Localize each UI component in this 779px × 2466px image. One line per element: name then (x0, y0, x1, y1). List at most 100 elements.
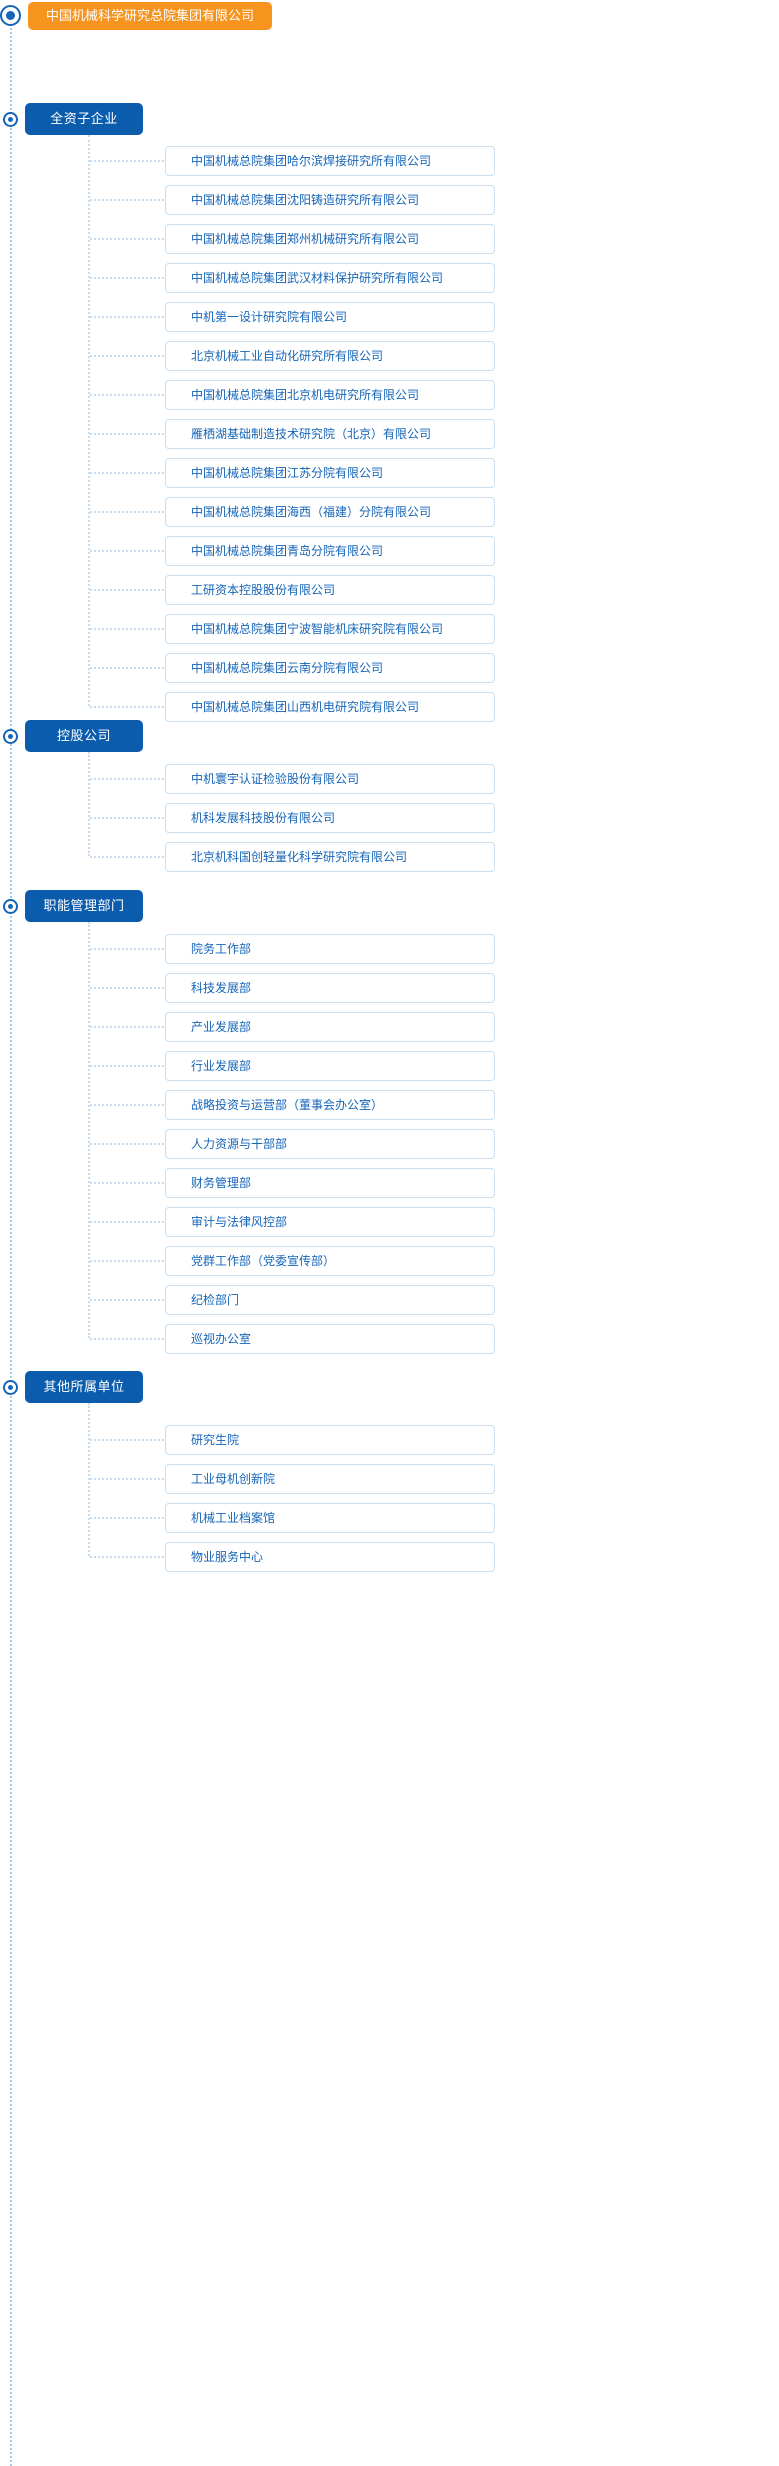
item-connector-line (90, 511, 164, 513)
item-connector-line (90, 706, 164, 708)
item-connector-line (90, 433, 164, 435)
org-unit-button[interactable]: 机械工业档案馆 (165, 1503, 495, 1533)
org-unit-button[interactable]: 财务管理部 (165, 1168, 495, 1198)
item-connector-line (90, 589, 164, 591)
list-item: 中国机械总院集团哈尔滨焊接研究所有限公司 (0, 146, 779, 176)
item-connector-line (90, 1221, 164, 1223)
list-item: 工业母机创新院 (0, 1464, 779, 1494)
item-connector-line (90, 238, 164, 240)
org-unit-button[interactable]: 科技发展部 (165, 973, 495, 1003)
org-unit-button[interactable]: 中国机械总院集团云南分院有限公司 (165, 653, 495, 683)
list-item: 行业发展部 (0, 1051, 779, 1081)
root-node-button[interactable]: 中国机械科学研究总院集团有限公司 (28, 2, 273, 30)
list-item: 机械工业档案馆 (0, 1503, 779, 1533)
list-item: 中国机械总院集团宁波智能机床研究院有限公司 (0, 614, 779, 644)
item-connector-line (90, 1260, 164, 1262)
list-item: 中国机械总院集团江苏分院有限公司 (0, 458, 779, 488)
item-connector-line (90, 1439, 164, 1441)
org-unit-button[interactable]: 人力资源与干部部 (165, 1129, 495, 1159)
group-header-4[interactable]: 其他所属单位 (25, 1371, 143, 1403)
item-connector-line (90, 1478, 164, 1480)
org-unit-button[interactable]: 中国机械总院集团哈尔滨焊接研究所有限公司 (165, 146, 495, 176)
org-unit-button[interactable]: 雁栖湖基础制造技术研究院（北京）有限公司 (165, 419, 495, 449)
list-item: 工研资本控股股份有限公司 (0, 575, 779, 605)
org-unit-button[interactable]: 北京机械工业自动化研究所有限公司 (165, 341, 495, 371)
org-unit-button[interactable]: 中国机械总院集团海西（福建）分院有限公司 (165, 497, 495, 527)
item-connector-line (90, 948, 164, 950)
item-connector-line (90, 1517, 164, 1519)
item-connector-line (90, 817, 164, 819)
org-unit-button[interactable]: 中国机械总院集团江苏分院有限公司 (165, 458, 495, 488)
org-unit-button[interactable]: 中机寰宇认证检验股份有限公司 (165, 764, 495, 794)
list-item: 中国机械总院集团郑州机械研究所有限公司 (0, 224, 779, 254)
org-unit-button[interactable]: 党群工作部（党委宣传部） (165, 1246, 495, 1276)
item-connector-line (90, 1026, 164, 1028)
list-item: 中机第一设计研究院有限公司 (0, 302, 779, 332)
list-item: 科技发展部 (0, 973, 779, 1003)
list-item: 机科发展科技股份有限公司 (0, 803, 779, 833)
list-item: 北京机科国创轻量化科学研究院有限公司 (0, 842, 779, 872)
list-item: 中国机械总院集团青岛分院有限公司 (0, 536, 779, 566)
item-connector-line (90, 1556, 164, 1558)
org-unit-button[interactable]: 中国机械总院集团武汉材料保护研究所有限公司 (165, 263, 495, 293)
org-unit-button[interactable]: 中国机械总院集团山西机电研究院有限公司 (165, 692, 495, 722)
org-unit-button[interactable]: 中国机械总院集团沈阳铸造研究所有限公司 (165, 185, 495, 215)
list-item: 人力资源与干部部 (0, 1129, 779, 1159)
list-item: 研究生院 (0, 1425, 779, 1455)
org-unit-button[interactable]: 工研资本控股股份有限公司 (165, 575, 495, 605)
item-connector-line (90, 199, 164, 201)
org-unit-button[interactable]: 机科发展科技股份有限公司 (165, 803, 495, 833)
group-branch-line (88, 135, 90, 706)
list-item: 中国机械总院集团武汉材料保护研究所有限公司 (0, 263, 779, 293)
group-branch-line (88, 752, 90, 856)
org-unit-button[interactable]: 产业发展部 (165, 1012, 495, 1042)
list-item: 战略投资与运营部（董事会办公室） (0, 1090, 779, 1120)
org-unit-button[interactable]: 中机第一设计研究院有限公司 (165, 302, 495, 332)
list-item: 中机寰宇认证检验股份有限公司 (0, 764, 779, 794)
item-connector-line (90, 1104, 164, 1106)
org-unit-button[interactable]: 物业服务中心 (165, 1542, 495, 1572)
org-unit-button[interactable]: 中国机械总院集团郑州机械研究所有限公司 (165, 224, 495, 254)
item-connector-line (90, 1143, 164, 1145)
item-connector-line (90, 472, 164, 474)
list-item: 中国机械总院集团北京机电研究所有限公司 (0, 380, 779, 410)
org-unit-button[interactable]: 战略投资与运营部（董事会办公室） (165, 1090, 495, 1120)
org-unit-button[interactable]: 中国机械总院集团宁波智能机床研究院有限公司 (165, 614, 495, 644)
list-item: 院务工作部 (0, 934, 779, 964)
list-item: 审计与法律风控部 (0, 1207, 779, 1237)
list-item: 中国机械总院集团云南分院有限公司 (0, 653, 779, 683)
item-connector-line (90, 160, 164, 162)
root-node-marker-icon (0, 5, 21, 26)
list-item: 中国机械总院集团山西机电研究院有限公司 (0, 692, 779, 722)
list-item: 中国机械总院集团海西（福建）分院有限公司 (0, 497, 779, 527)
item-connector-line (90, 1338, 164, 1340)
org-unit-button[interactable]: 研究生院 (165, 1425, 495, 1455)
group-branch-line (88, 1403, 90, 1556)
org-unit-button[interactable]: 工业母机创新院 (165, 1464, 495, 1494)
org-unit-button[interactable]: 中国机械总院集团青岛分院有限公司 (165, 536, 495, 566)
group-header-3[interactable]: 职能管理部门 (25, 890, 143, 922)
list-item: 产业发展部 (0, 1012, 779, 1042)
group-marker-icon (3, 1380, 18, 1395)
list-item: 中国机械总院集团沈阳铸造研究所有限公司 (0, 185, 779, 215)
org-unit-button[interactable]: 行业发展部 (165, 1051, 495, 1081)
org-unit-button[interactable]: 纪检部门 (165, 1285, 495, 1315)
group-marker-icon (3, 899, 18, 914)
org-unit-button[interactable]: 中国机械总院集团北京机电研究所有限公司 (165, 380, 495, 410)
item-connector-line (90, 355, 164, 357)
item-connector-line (90, 1299, 164, 1301)
root-node-row: 中国机械科学研究总院集团有限公司 (0, 0, 779, 32)
list-item: 巡视办公室 (0, 1324, 779, 1354)
group-header-1[interactable]: 全资子企业 (25, 103, 143, 135)
item-connector-line (90, 1182, 164, 1184)
org-unit-button[interactable]: 审计与法律风控部 (165, 1207, 495, 1237)
list-item: 财务管理部 (0, 1168, 779, 1198)
item-connector-line (90, 628, 164, 630)
group-header-2[interactable]: 控股公司 (25, 720, 143, 752)
item-connector-line (90, 1065, 164, 1067)
org-unit-button[interactable]: 院务工作部 (165, 934, 495, 964)
org-unit-button[interactable]: 北京机科国创轻量化科学研究院有限公司 (165, 842, 495, 872)
org-unit-button[interactable]: 巡视办公室 (165, 1324, 495, 1354)
item-connector-line (90, 394, 164, 396)
trunk-line (10, 16, 12, 2466)
